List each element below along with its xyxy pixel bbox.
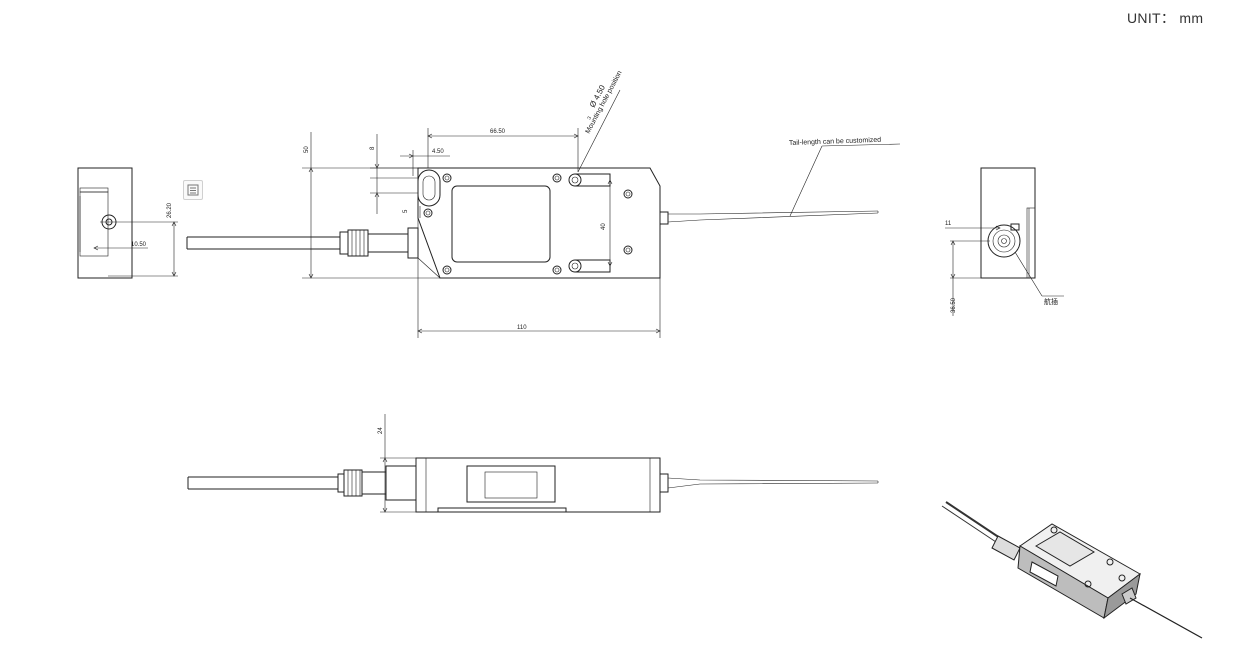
side-height-label: 26.20 — [167, 202, 173, 218]
slot-spacing-label: 40 — [601, 223, 607, 230]
unit-label: UNIT： mm — [1127, 10, 1204, 26]
tail-length-note: Tail-length can be customized — [789, 137, 882, 147]
copy-icon[interactable] — [183, 180, 203, 200]
end-height-label: 36.50 — [951, 297, 957, 313]
top-view: 66.50 4.50 8 5 50 40 110 3 — [186, 70, 901, 338]
bottom-view: 24 — [187, 414, 879, 513]
end-offset-label: 11 — [945, 221, 952, 227]
slot-top-label: 8 — [370, 146, 376, 150]
top-width-label: 66.50 — [490, 129, 506, 135]
end-view: 11 36.50 航插 — [945, 167, 1064, 316]
hole-offset-label: 4.50 — [432, 149, 444, 155]
slot-gap-label: 5 — [403, 209, 409, 213]
body-length-label: 110 — [517, 325, 527, 331]
isometric-view — [941, 501, 1203, 639]
left-side-view: 26.20 10.50 — [77, 167, 178, 279]
body-height-label: 50 — [304, 146, 310, 153]
connector-note: 航插 — [1044, 297, 1058, 306]
hole-count-label: 3 — [586, 115, 593, 120]
side-offset-label: 10.50 — [131, 242, 147, 248]
bottom-height-label: 24 — [378, 427, 384, 434]
